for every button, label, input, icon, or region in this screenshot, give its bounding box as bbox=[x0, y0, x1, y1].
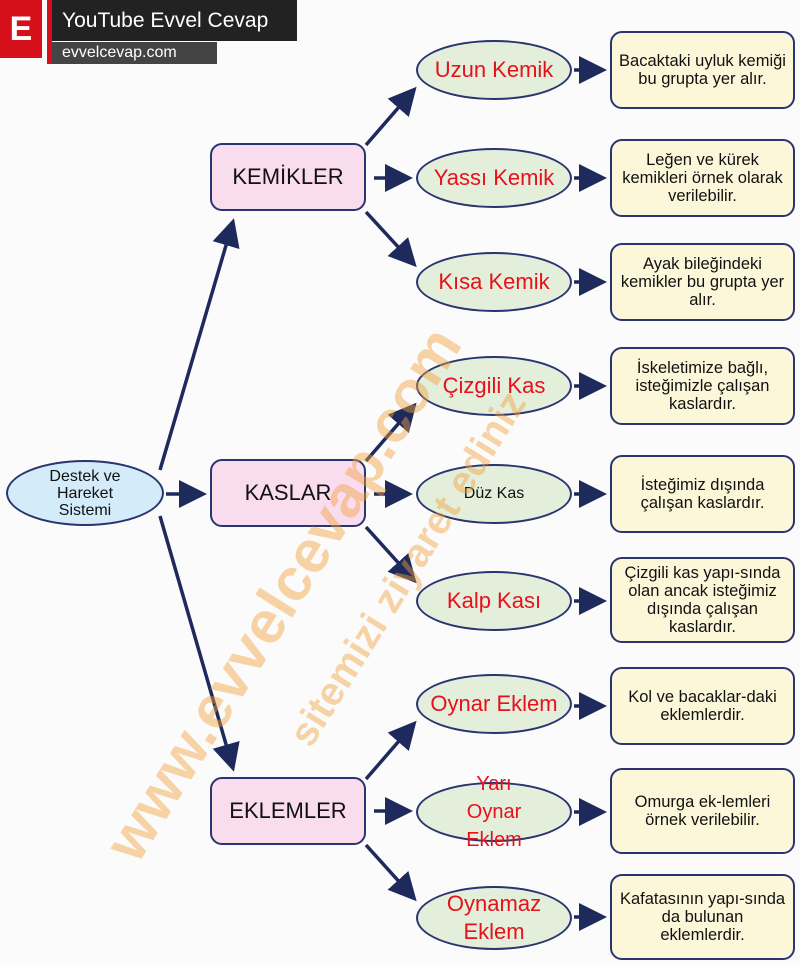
desc-kisa-kemik: Ayak bileğindeki kemikler bu grupta yer … bbox=[610, 243, 795, 321]
root-node: Destek ve Hareket Sistemi bbox=[6, 460, 164, 526]
item-oynamaz-eklem: Oynamaz Eklem bbox=[416, 886, 572, 950]
category-eklemler: EKLEMLER bbox=[210, 777, 366, 845]
desc-duz-kas: İsteğimiz dışında çalışan kaslardır. bbox=[610, 455, 795, 533]
item-cizgili-kas: Çizgili Kas bbox=[416, 356, 572, 416]
logo-bar bbox=[47, 0, 52, 64]
item-yari-oynar-eklem: Yarı Oynar Eklem bbox=[416, 773, 572, 851]
item-kalp-kasi: Kalp Kası bbox=[416, 571, 572, 631]
desc-uzun-kemik: Bacaktaki uyluk kemiği bu grupta yer alı… bbox=[610, 31, 795, 109]
desc-kalp-kasi: Çizgili kas yapı-sında olan ancak isteği… bbox=[610, 557, 795, 643]
item-duz-kas: Düz Kas bbox=[416, 464, 572, 524]
desc-oynar-eklem: Kol ve bacaklar-daki eklemlerdir. bbox=[610, 667, 795, 745]
desc-cizgili-kas: İskeletimize bağlı, isteğimizle çalışan … bbox=[610, 347, 795, 425]
category-kaslar: KASLAR bbox=[210, 459, 366, 527]
desc-yassi-kemik: Leğen ve kürek kemikleri örnek olarak ve… bbox=[610, 139, 795, 217]
item-oynar-eklem: Oynar Eklem bbox=[416, 674, 572, 734]
site-name: evvelcevap.com bbox=[52, 42, 217, 64]
channel-title: YouTube Evvel Cevap bbox=[52, 0, 297, 41]
logo: E bbox=[0, 0, 42, 58]
category-kemikler: KEMİKLER bbox=[210, 143, 366, 211]
desc-oynamaz-eklem: Kafatasının yapı-sında da bulunan ekleml… bbox=[610, 874, 795, 960]
item-uzun-kemik: Uzun Kemik bbox=[416, 40, 572, 100]
desc-yari-oynar-eklem: Omurga ek-lemleri örnek verilebilir. bbox=[610, 768, 795, 854]
item-kisa-kemik: Kısa Kemik bbox=[416, 252, 572, 312]
item-yassi-kemik: Yassı Kemik bbox=[416, 148, 572, 208]
